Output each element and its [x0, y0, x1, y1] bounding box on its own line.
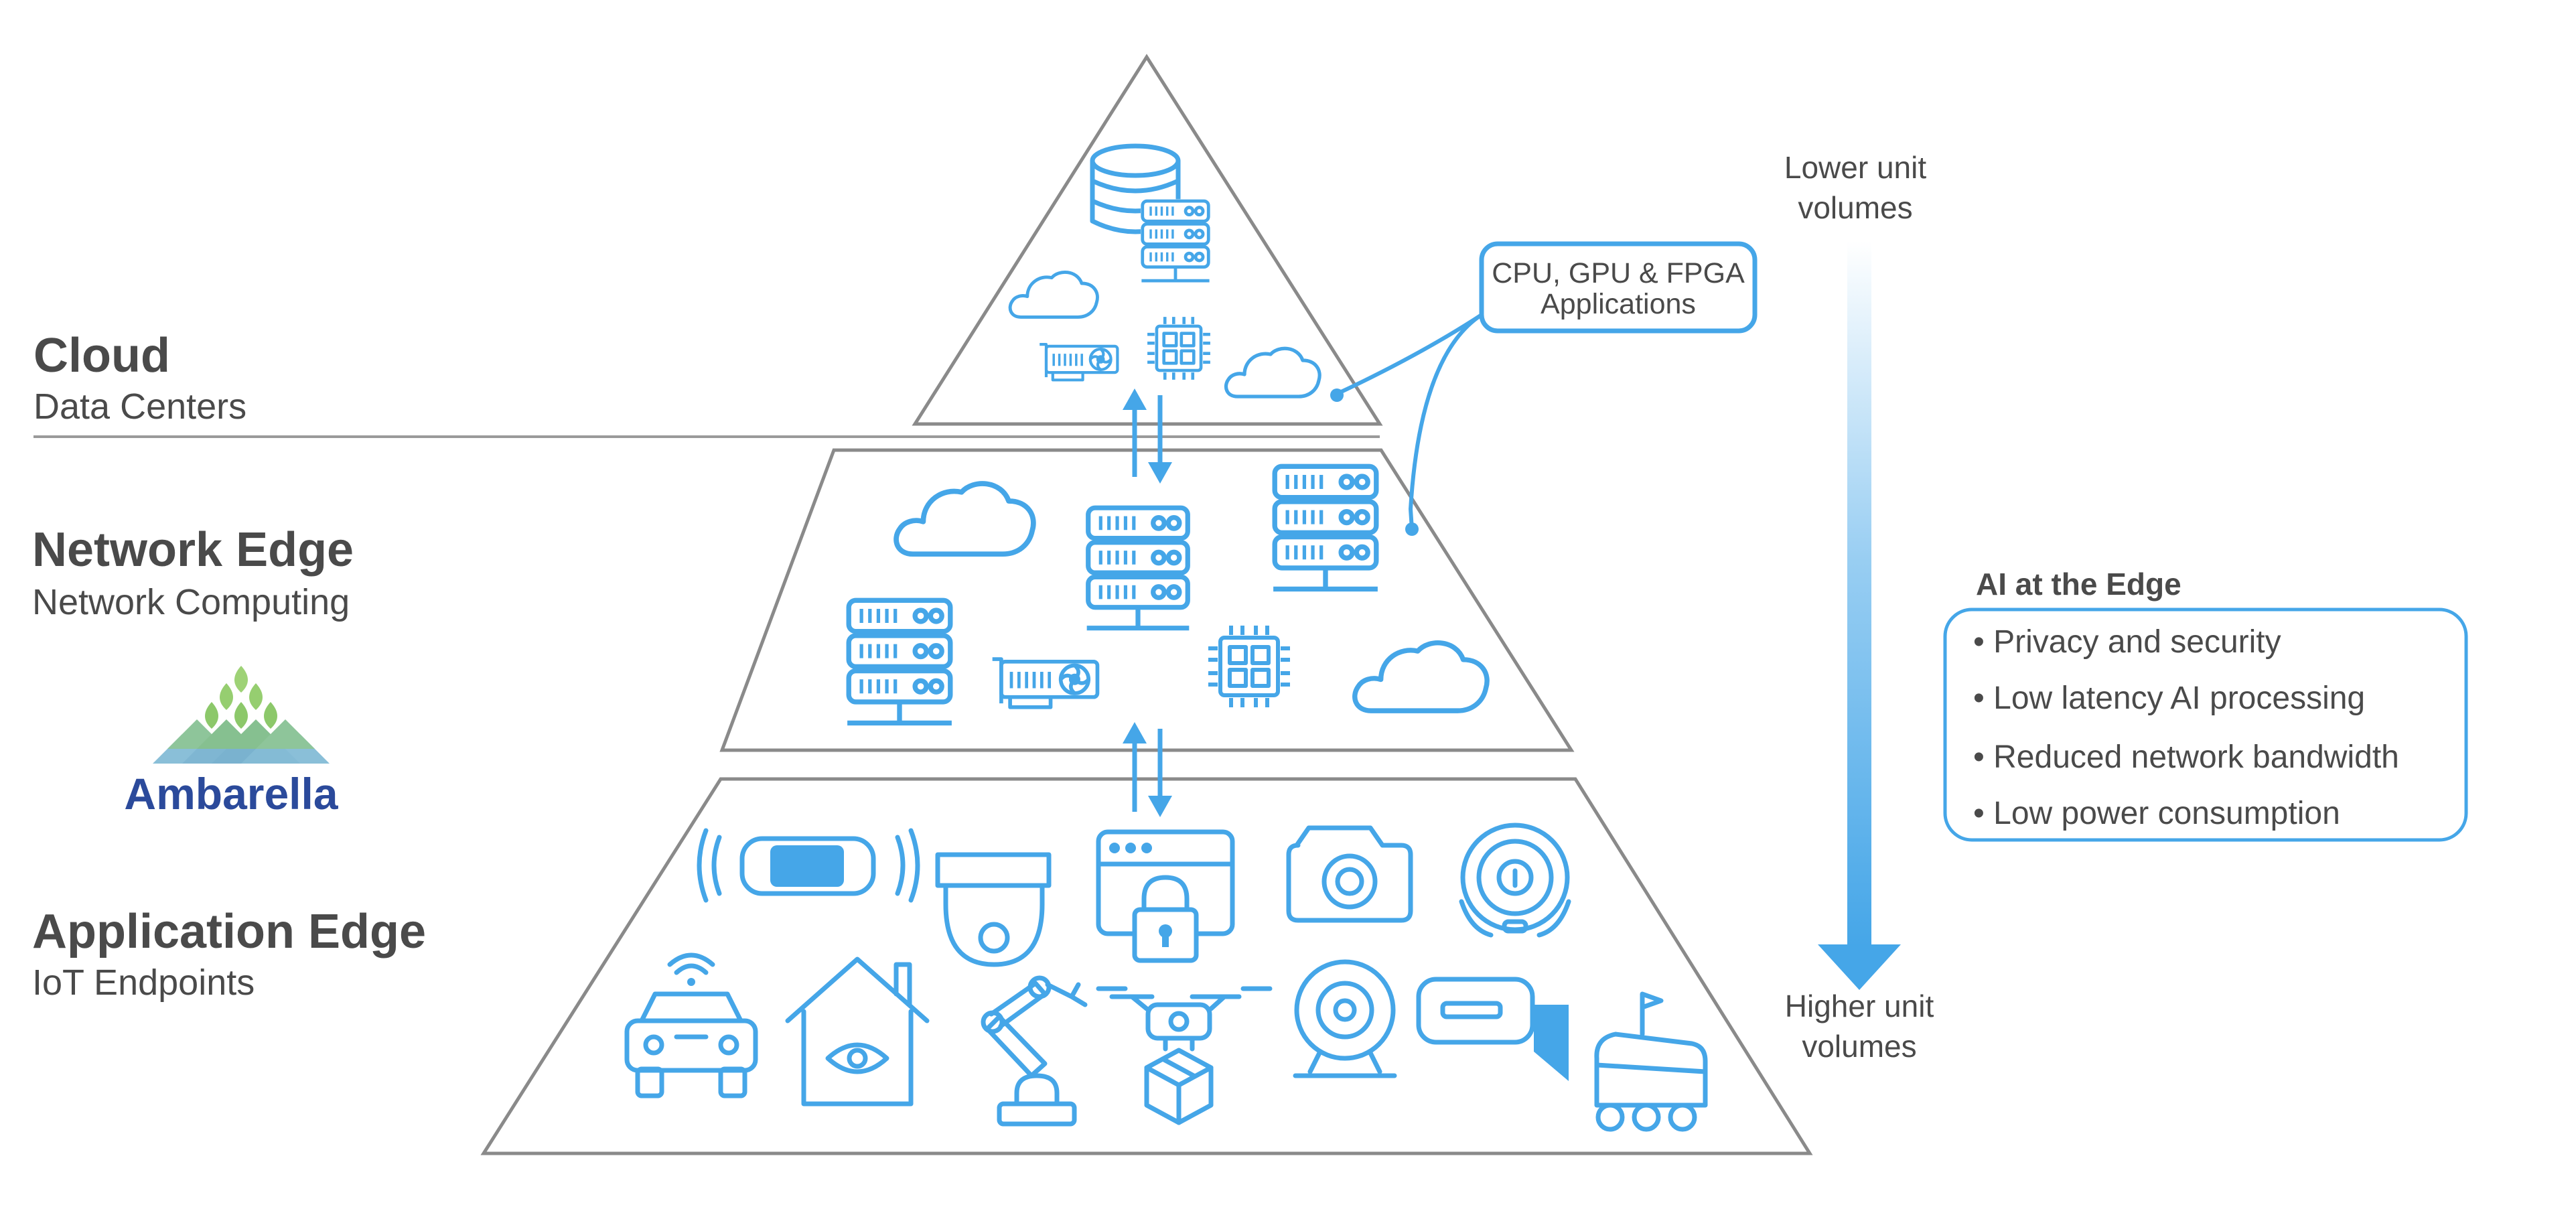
ambarella-logo-text: Ambarella	[124, 769, 338, 819]
callout-connector-cloud	[1336, 313, 1483, 396]
callout-line-2: Applications	[1541, 288, 1696, 320]
lower-volume-line-1: Lower unit	[1784, 150, 1926, 185]
smart-home-icon	[785, 956, 930, 1107]
application-tier-trapezoid	[480, 777, 1813, 1155]
tier-network-title: Network Edge	[32, 523, 354, 577]
ai-edge-bullet: • Reduced network bandwidth	[1973, 739, 2399, 775]
ai-edge-bullet: • Privacy and security	[1973, 624, 2281, 660]
tier-labels: Cloud Data Centers Network Edge Network …	[32, 329, 426, 1003]
connected-car-icon	[624, 952, 758, 1098]
ambarella-logo-mark	[153, 666, 330, 764]
cloud-tier-triangle	[912, 54, 1383, 426]
unit-volume-arrow: Lower unit volumes Higher unit volumes	[1784, 150, 1934, 1064]
chip-icon	[1208, 626, 1290, 707]
application-tier-icons	[624, 823, 1708, 1132]
server-rack-icon	[1087, 508, 1190, 628]
cloud-icon	[1010, 272, 1097, 317]
callout-line-1: CPU, GPU & FPGA	[1492, 257, 1745, 289]
network-application-arrows	[1123, 722, 1172, 817]
robot-vacuum-icon	[1459, 823, 1571, 938]
projector-camera-icon	[1416, 977, 1569, 1081]
higher-volume-line-2: volumes	[1802, 1029, 1916, 1064]
callout-dot-cloud	[1330, 388, 1344, 402]
volume-arrow-head	[1818, 944, 1901, 990]
cloud-icon	[1355, 643, 1487, 711]
autonomous-car-icon	[697, 828, 920, 903]
cpu-gpu-fpga-callout: CPU, GPU & FPGA Applications	[1330, 241, 1758, 536]
chip-icon	[1147, 317, 1210, 380]
ambarella-logo: Ambarella	[124, 666, 339, 819]
volume-arrow-shaft	[1847, 241, 1871, 947]
network-tier-trapezoid	[719, 448, 1575, 752]
ai-edge-bullet: • Low power consumption	[1973, 796, 2340, 831]
secure-browser-icon	[1096, 829, 1235, 963]
tier-cloud-subtitle: Data Centers	[33, 386, 246, 427]
server-rack-icon	[1141, 199, 1210, 281]
network-tier-icons	[847, 466, 1487, 723]
robotic-arm-icon	[981, 975, 1088, 1127]
callout-box	[1479, 241, 1758, 334]
ai-edge-bullet: • Low latency AI processing	[1973, 681, 2365, 716]
delivery-robot-icon	[1594, 991, 1708, 1132]
cloud-icon	[896, 484, 1033, 554]
tier-network-subtitle: Network Computing	[32, 582, 350, 622]
dome-camera-icon	[935, 852, 1052, 967]
cloud-icon	[1226, 348, 1319, 397]
ai-at-edge-panel: AI at the Edge • Privacy and security • …	[1943, 567, 2468, 842]
higher-volume-line-1: Higher unit	[1785, 989, 1934, 1023]
gpu-card-icon	[993, 659, 1098, 707]
pyramid	[480, 54, 1813, 1155]
gpu-card-icon	[1040, 344, 1117, 380]
tier-application-subtitle: IoT Endpoints	[32, 963, 255, 1003]
ai-edge-title: AI at the Edge	[1976, 567, 2181, 601]
camera-icon	[1286, 825, 1413, 923]
webcam-icon	[1293, 959, 1397, 1078]
callout-dot-network	[1405, 522, 1419, 536]
server-rack-icon	[1273, 466, 1378, 589]
server-rack-icon	[847, 600, 952, 723]
tier-cloud-title: Cloud	[33, 329, 170, 382]
ai-edge-box	[1943, 608, 2468, 842]
callout-connector-network	[1408, 313, 1483, 530]
delivery-drone-icon	[1096, 986, 1273, 1125]
lower-volume-line-2: volumes	[1798, 190, 1912, 225]
cloud-tier-icons	[1010, 143, 1319, 397]
tier-application-title: Application Edge	[32, 905, 426, 958]
cloud-network-arrows	[1123, 388, 1172, 484]
